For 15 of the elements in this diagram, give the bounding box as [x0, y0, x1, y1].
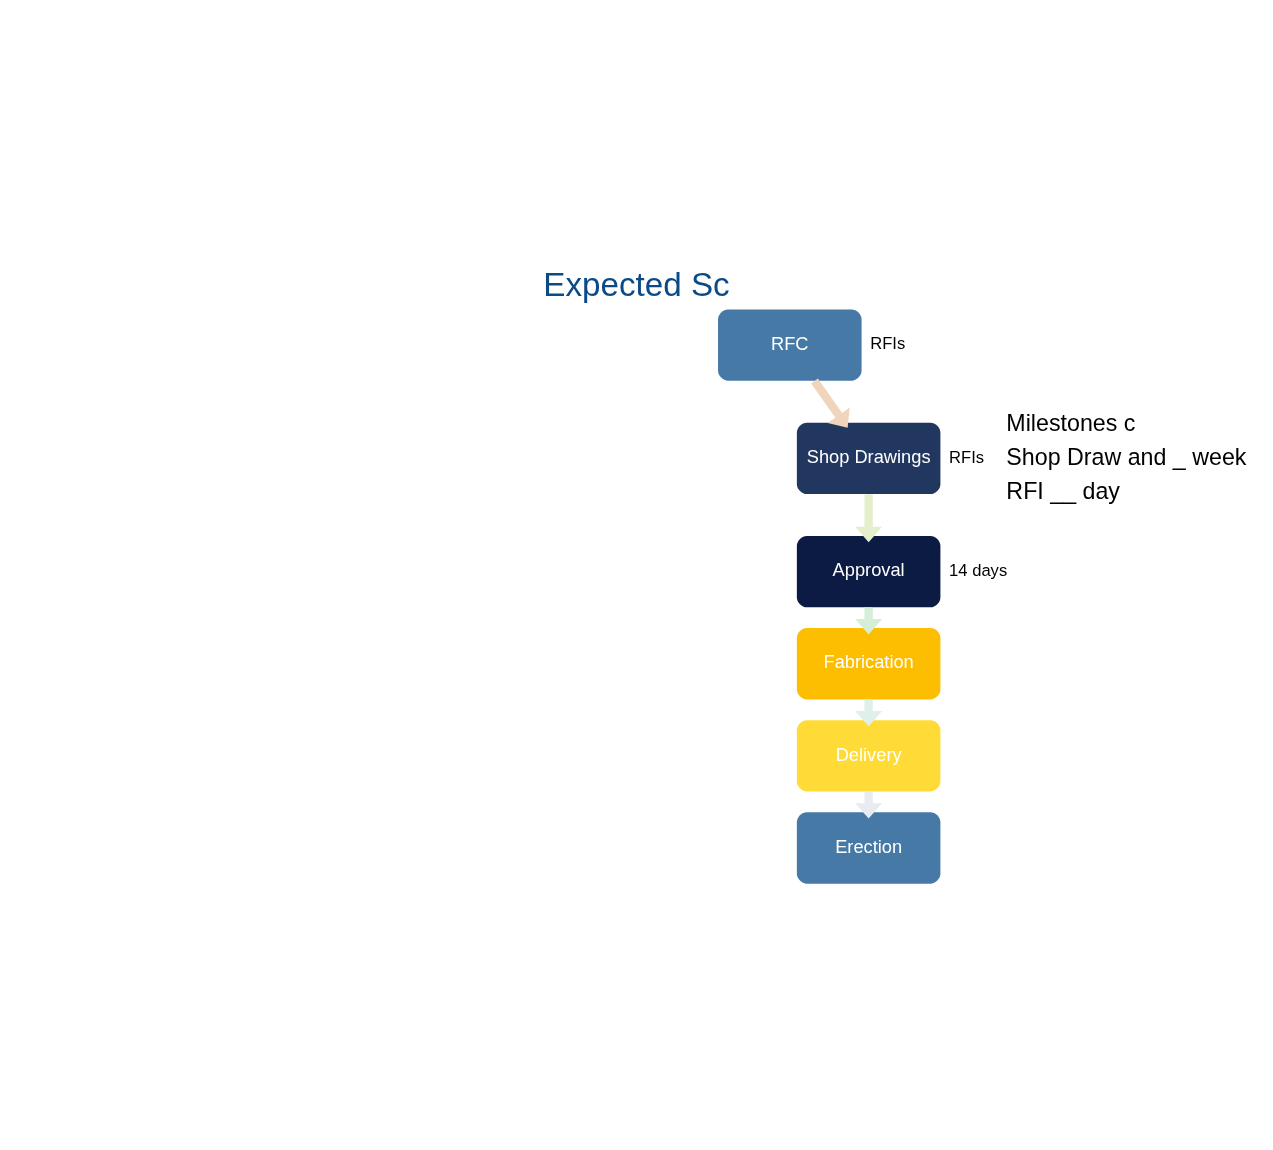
arrow: [855, 494, 883, 543]
node-box: Approval: [796, 536, 941, 608]
label: Milestones c: [1006, 409, 1136, 436]
node-box: Shop Drawings: [796, 422, 941, 495]
node-box: Delivery: [796, 720, 941, 792]
node-label: RFIs: [870, 334, 906, 354]
node-label: 14 days: [949, 560, 1008, 580]
diagram-title: Expected Sc: [543, 266, 730, 304]
node-box: Erection: [796, 812, 941, 884]
label: Shop Draw and _ week: [1006, 443, 1247, 470]
label: RFI __ day: [1006, 477, 1120, 504]
arrow: [811, 378, 850, 428]
node-box: RFC: [718, 309, 862, 381]
node-box: Fabrication: [796, 628, 941, 700]
node-label: RFIs: [949, 447, 985, 467]
